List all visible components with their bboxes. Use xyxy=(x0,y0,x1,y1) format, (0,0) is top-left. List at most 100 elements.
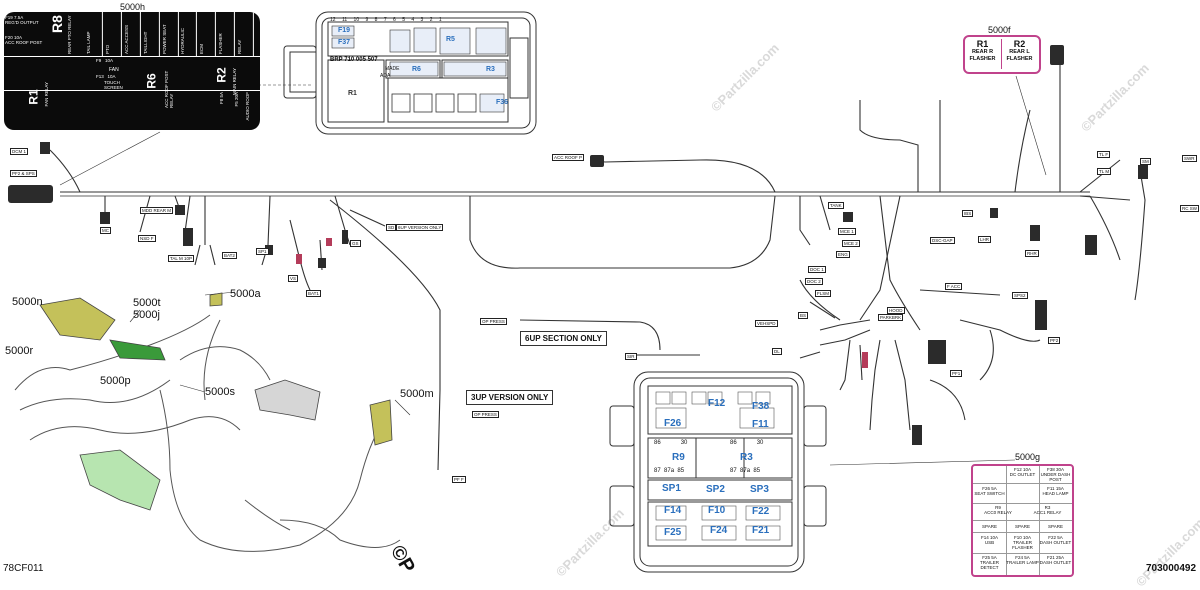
tag-acc-roof: ACC ROOF P xyxy=(552,154,585,161)
tag-mdd: MDD REAR M xyxy=(140,207,173,214)
fuse-f9-desc: FAN xyxy=(109,67,119,73)
tag-tank: TANK xyxy=(828,202,844,209)
fuse-box-top xyxy=(283,11,537,135)
relay-r6: R6 xyxy=(144,73,159,89)
fuse-f9: F9 10A xyxy=(96,58,114,63)
g-spare-2: SPARE xyxy=(1015,524,1030,529)
tag-dl: DL xyxy=(772,348,782,355)
fuse-bot-f10: F10 xyxy=(708,505,726,516)
tag-bat1: BAT1 xyxy=(306,290,321,297)
tag-op-press-2: OP PRESS xyxy=(472,411,499,418)
tag-tl-m: TL M xyxy=(1097,168,1112,175)
tag-op-press: OP PRESS xyxy=(480,318,507,325)
relay-r1-desc: FAN RELAY xyxy=(44,82,49,107)
label-5000n: 5000n xyxy=(12,296,43,308)
tag-doc1: DOC 1 xyxy=(808,266,826,273)
fuse-bot-f22: F22 xyxy=(752,506,770,517)
relay-top-r6: R6 xyxy=(412,66,421,73)
tag-rhr: RHR xyxy=(1025,250,1039,257)
relay-bot-r9: R9 xyxy=(672,452,685,463)
tag-parkbrk: PARKBRK xyxy=(878,314,904,321)
fuse-f8: F8 5A xyxy=(219,92,224,105)
relay-r1: R1 xyxy=(26,89,41,105)
fuse-col-3: ACC ACCESS xyxy=(121,12,141,56)
label-5000f: 5000f xyxy=(988,25,1011,35)
fuse-top-f37: F37 xyxy=(338,39,351,46)
fuse-bot-f14: F14 xyxy=(664,505,682,516)
fuse-f5: F5 20A xyxy=(234,92,239,107)
fuse-row-top: TAIL LAMP PTO ACC ACCESS TAILLIGHT POWER… xyxy=(84,12,255,56)
tag-bs: BS xyxy=(798,312,809,319)
fuse-col-7: ECM xyxy=(197,12,217,56)
tag-tal: TAL M 10P xyxy=(168,255,195,262)
label-5000m: 5000m xyxy=(400,388,434,400)
g-spare-1: SPARE xyxy=(982,524,997,529)
label-5000h: 5000h xyxy=(120,2,146,12)
fuse-bot-f38: F38 xyxy=(752,401,770,412)
tag-pf-f: PF F xyxy=(452,476,466,483)
fuse-col-5: POWER SEAT xyxy=(159,12,179,56)
fuse-bot-sp1: SP1 xyxy=(662,483,681,494)
tag-pf1: PF1 xyxy=(950,370,963,377)
tag-rc-sw: RC SW xyxy=(1180,205,1199,212)
tag-dcm1: DCM 1 xyxy=(10,148,29,155)
tag-mc: MC xyxy=(100,227,111,234)
tag-tl-f: TL F xyxy=(1097,151,1111,158)
label-5000g: 5000g xyxy=(1015,452,1041,462)
label-6up-section: 6UP SECTION ONLY xyxy=(520,331,607,346)
fuse-top-numbers: 12 11 10 9 8 7 6 5 4 3 2 1 xyxy=(330,17,442,23)
label-figure-id: 78CF011 xyxy=(3,563,44,574)
fuse-top-f36: F36 xyxy=(496,99,509,106)
relay-r8: R8 xyxy=(48,15,65,33)
fuse-top-made: MADE xyxy=(385,66,400,72)
tag-mce2: MCE 2 xyxy=(842,240,860,247)
fuse-bot-f25: F25 xyxy=(664,527,682,538)
fuse-top-f19: F19 xyxy=(338,27,351,34)
fuse-col-4: TAILLIGHT xyxy=(140,12,160,56)
tag-sir: SIR xyxy=(625,353,637,360)
fuse-bot-f21: F21 xyxy=(752,525,770,536)
fuse-bot-sp2: SP2 xyxy=(706,484,725,495)
label-5000p: 5000p xyxy=(100,375,131,387)
relay-bot-pins-1: 86 30 xyxy=(654,440,688,446)
fuse-col-1: TAIL LAMP xyxy=(84,12,103,56)
tag-sm: SM xyxy=(1140,158,1151,165)
tag-sps2: SPS2 xyxy=(1012,292,1028,299)
tag-hood: HOOD xyxy=(887,307,905,314)
wiring-harness xyxy=(8,45,1148,552)
fuse-col-8: FLASHER xyxy=(216,12,236,56)
tag-mce1: MCE 1 xyxy=(838,228,856,235)
relay-bot-r3: R3 xyxy=(740,452,753,463)
fuse-bot-f12: F12 xyxy=(708,398,726,409)
relay-top-r1: R1 xyxy=(348,90,357,97)
tag-dsc: DSC-GAP xyxy=(930,237,955,244)
relay-bot-pins-3: 87 87a 85 xyxy=(654,468,685,474)
tag-pf2-sps: PF2 & SPS xyxy=(10,170,37,177)
tag-f-acc: F ACC xyxy=(945,283,963,290)
tag-swr: SWR xyxy=(1182,155,1197,162)
tag-pf2: PF2 xyxy=(1048,337,1061,344)
fuse-f5-desc: AUDIO ROOF xyxy=(245,92,250,121)
fuse-top-ada: ADA xyxy=(380,73,391,79)
label-5000a: 5000a xyxy=(230,288,261,300)
tag-vs: VS xyxy=(288,275,299,282)
tag-gs: GS xyxy=(350,240,361,247)
